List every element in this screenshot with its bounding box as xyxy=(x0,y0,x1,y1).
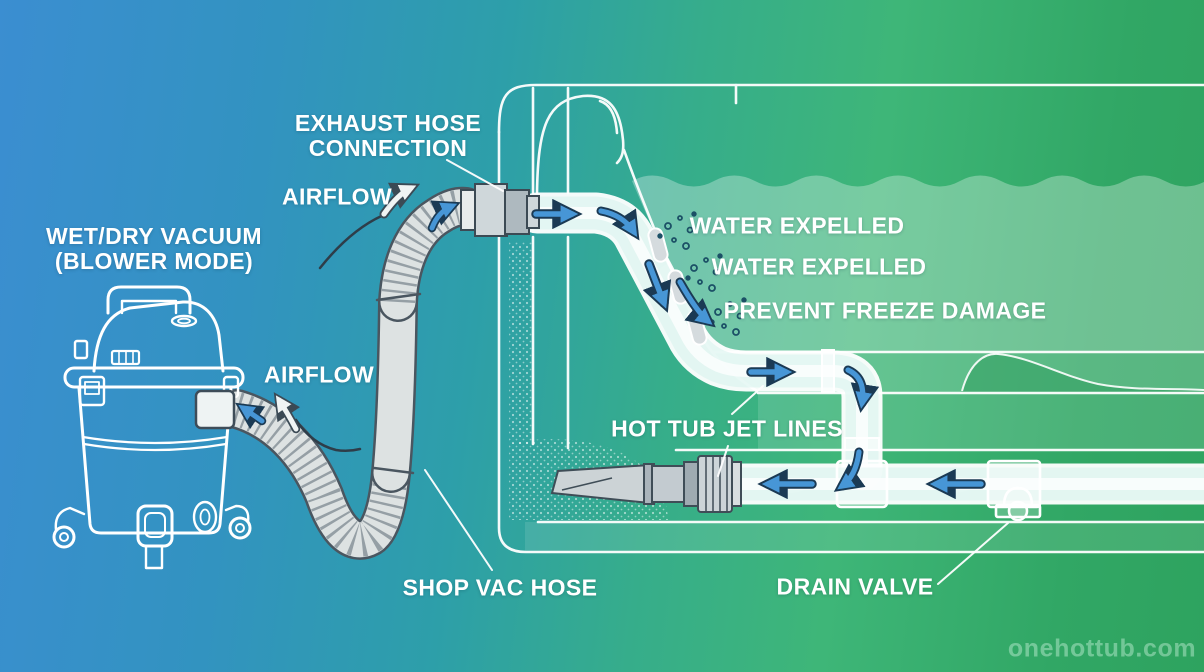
vacuum-exhaust-port xyxy=(194,389,236,430)
label-exhaust-line2: CONNECTION xyxy=(308,135,468,161)
label-leader-line xyxy=(446,159,504,192)
lower-band xyxy=(758,393,1204,450)
vacuum-side-tab xyxy=(73,339,89,360)
label-drain-valve: DRAIN VALVE xyxy=(776,573,934,600)
label-prevent-freeze-damage: PREVENT FREEZE DAMAGE xyxy=(723,297,1047,324)
airflow-arrow-blue xyxy=(235,198,986,500)
label-wet-dry-vacuum-line1: WET/DRY VACUUM xyxy=(45,223,263,249)
vacuum-motor-housing xyxy=(92,300,225,373)
label-airflow-top: AIRFLOW xyxy=(281,183,393,210)
label-shop-vac-hose: SHOP VAC HOSE xyxy=(402,574,598,601)
drain-valve-icon xyxy=(986,459,1042,522)
watermark: onehottub.com xyxy=(1007,634,1197,663)
label-exhaust-hose-connection: EXHAUST HOSE CONNECTION xyxy=(295,111,481,161)
vacuum-handle-inner xyxy=(120,299,178,315)
wet-dry-vacuum-illustration xyxy=(52,285,252,570)
label-exhaust-line1: EXHAUST HOSE xyxy=(294,110,482,136)
airflow-arrow-white xyxy=(273,182,421,434)
exhaust-hose-connection-fitting xyxy=(460,183,540,237)
vacuum-handle xyxy=(106,285,192,315)
airflow-arrows xyxy=(235,182,986,500)
jet-line-union-fitting xyxy=(550,455,742,513)
airflow-swooshes xyxy=(294,212,388,453)
water-band xyxy=(632,175,1204,352)
label-leader-line xyxy=(424,469,493,571)
label-water-expelled-1: WATER EXPELLED xyxy=(689,212,905,239)
seat-mound xyxy=(962,353,1204,392)
pillow-accent xyxy=(598,99,619,135)
vac-nozzle-seam xyxy=(561,477,613,491)
pipe-couplings xyxy=(821,349,880,451)
label-water-expelled-2: WATER EXPELLED xyxy=(711,253,927,280)
vacuum-caster-left xyxy=(52,525,76,549)
pillow-outline xyxy=(535,94,625,195)
label-leader-line xyxy=(937,522,1009,585)
vacuum-caster-right xyxy=(228,516,252,540)
tub-top-rail xyxy=(497,83,1204,134)
vacuum-wheel-front xyxy=(192,500,218,534)
label-wet-dry-vacuum: WET/DRY VACUUM (BLOWER MODE) xyxy=(46,224,262,274)
label-leader-lines xyxy=(424,159,1009,585)
seat-mound-outline xyxy=(961,352,1204,392)
label-leader-line xyxy=(717,445,729,477)
tub-left-wall xyxy=(497,130,1204,554)
vacuum-drum-seam xyxy=(81,435,229,452)
label-wet-dry-vacuum-line2: (BLOWER MODE) xyxy=(54,248,254,274)
vacuum-cap xyxy=(170,314,198,328)
vacuum-drum xyxy=(77,386,233,535)
skirt-band xyxy=(525,522,1204,552)
label-leader-line xyxy=(731,385,764,415)
vacuum-rim xyxy=(63,366,245,389)
label-airflow-bottom: AIRFLOW xyxy=(263,361,375,388)
label-hot-tub-jet-lines: HOT TUB JET LINES xyxy=(611,415,843,442)
